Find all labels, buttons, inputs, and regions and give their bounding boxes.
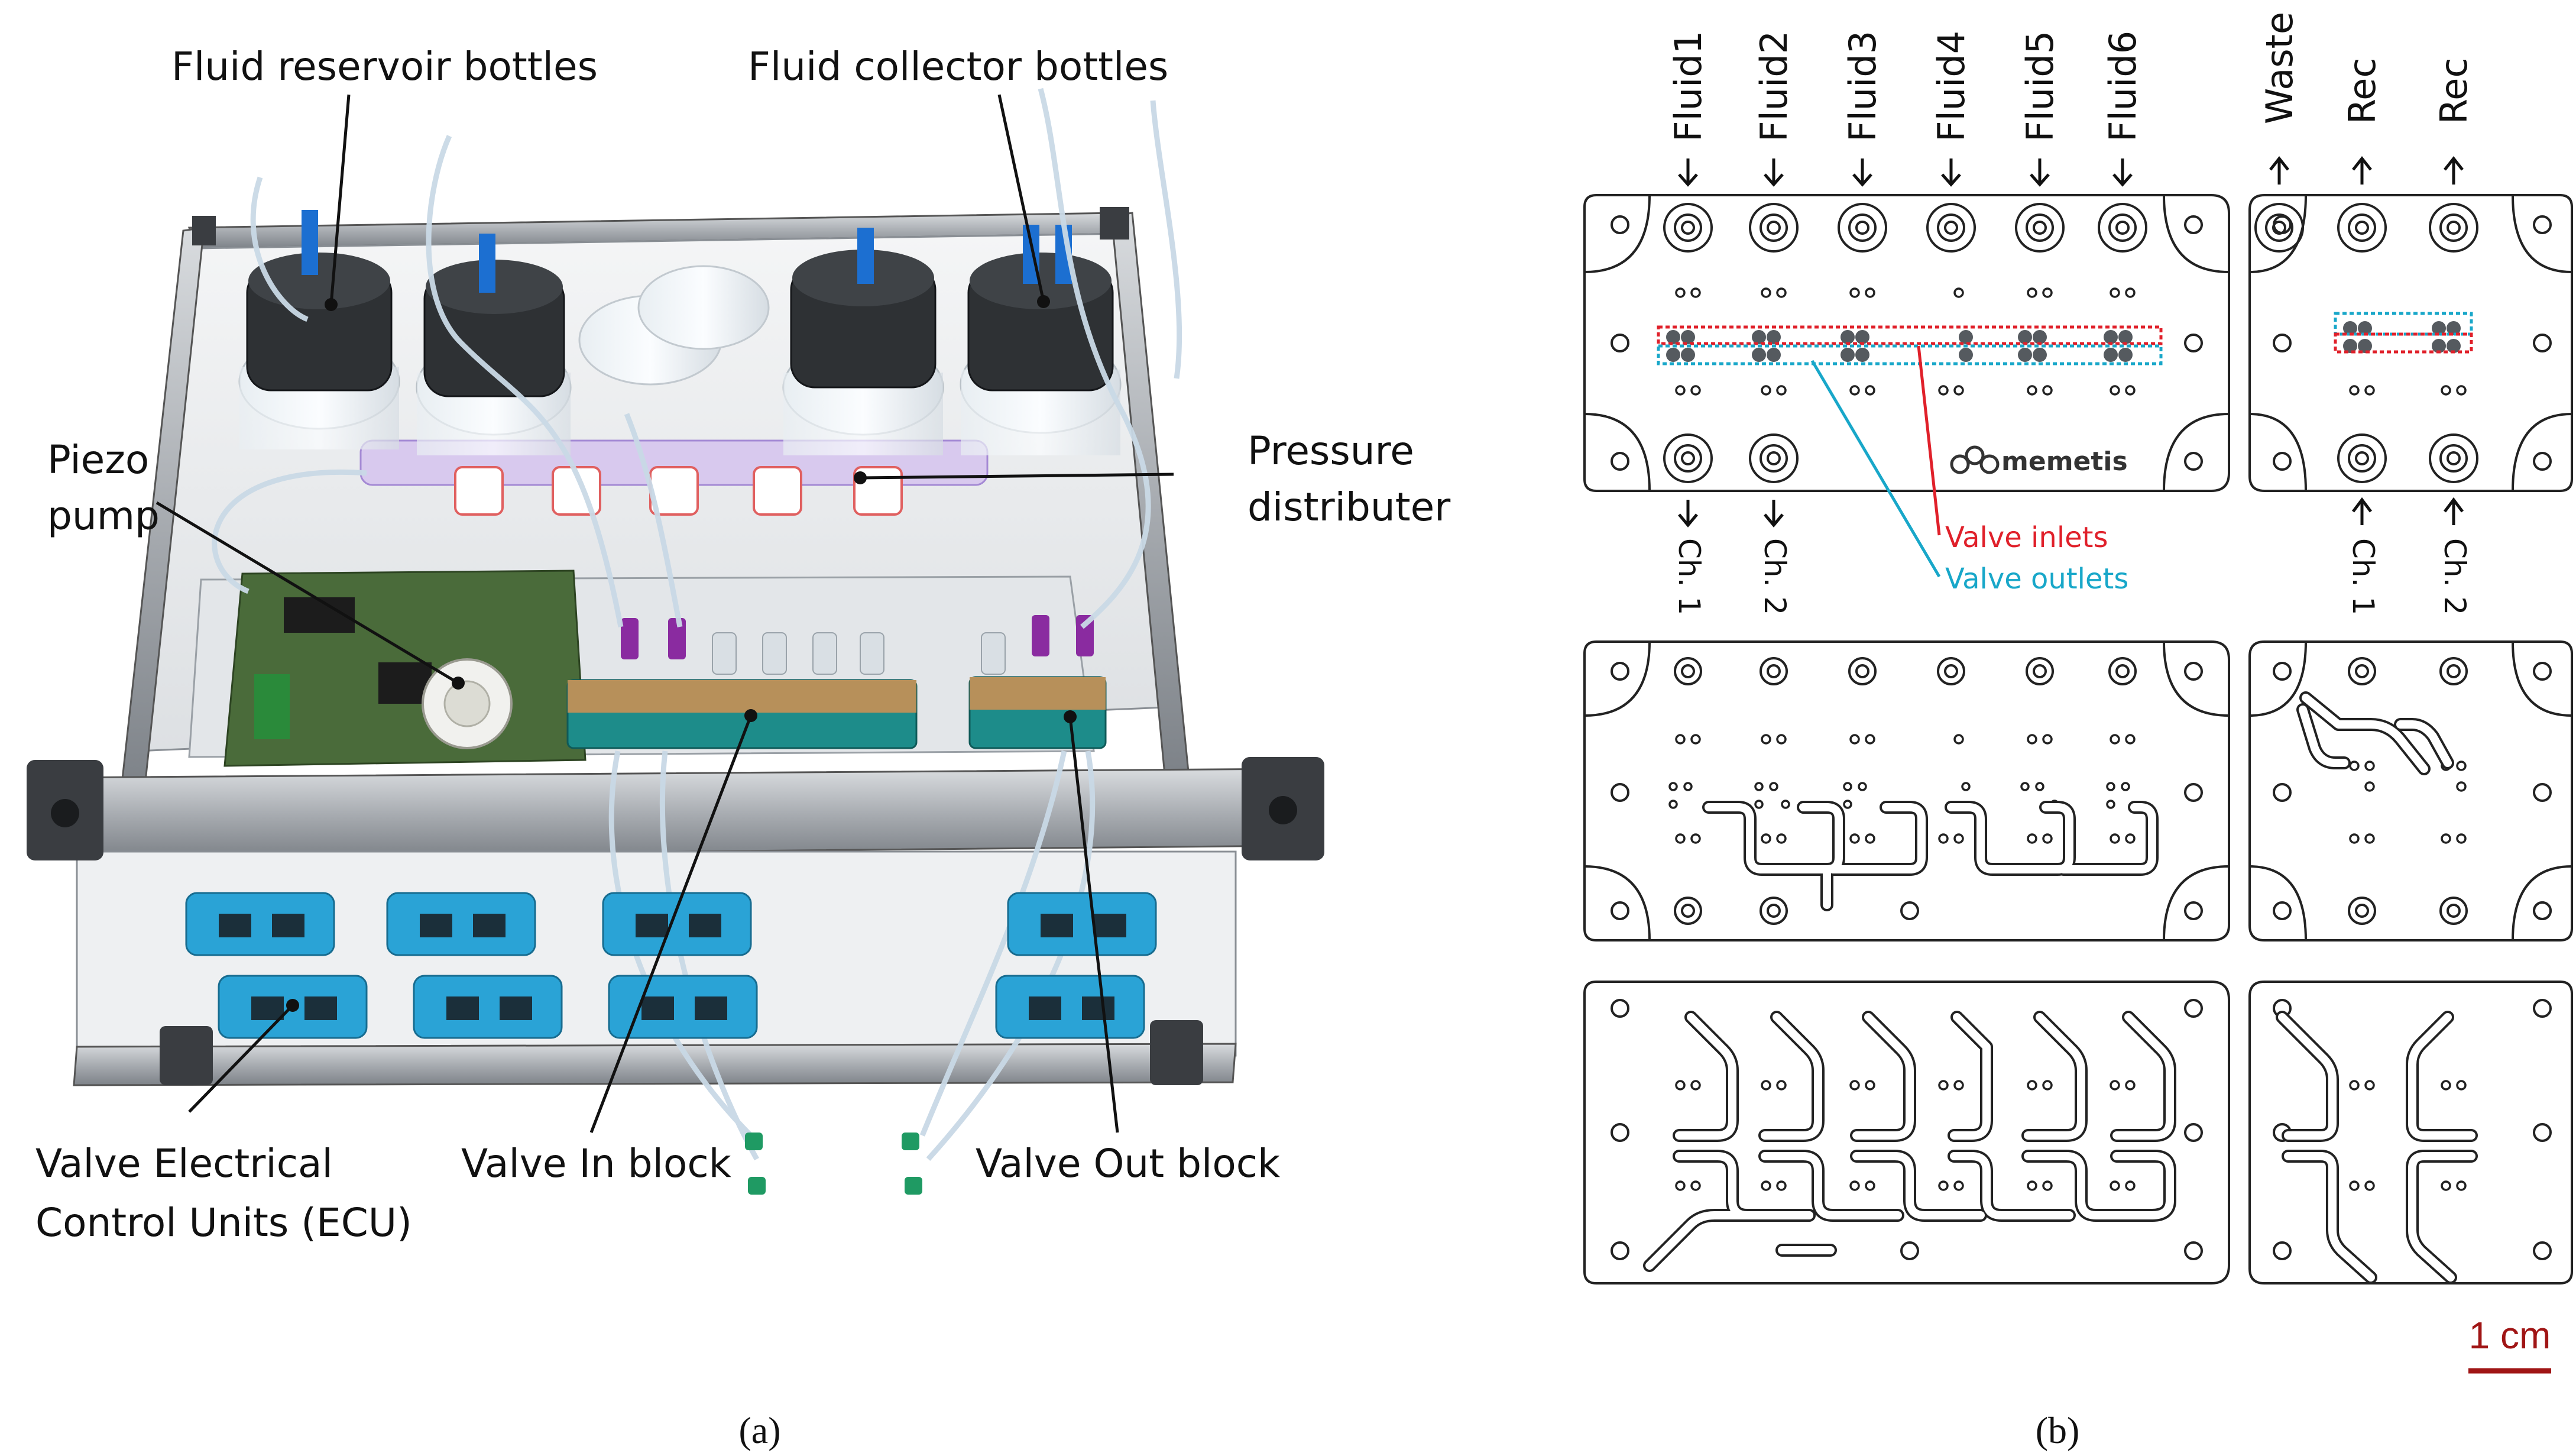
middle-left-plate xyxy=(1583,640,2230,941)
caption-a: (a) xyxy=(738,1409,780,1451)
label-rec-2: Rec xyxy=(2432,57,2475,124)
middle-channels xyxy=(1702,691,2454,911)
logo-text: memetis xyxy=(2001,446,2128,477)
legend-valve-inlets: Valve inlets xyxy=(1945,521,2108,554)
scale-bar-label: 1 cm xyxy=(2469,1314,2551,1357)
label-fluid3: Fluid3 xyxy=(1841,31,1884,142)
valve-inlets-box xyxy=(1657,325,2163,345)
legend-valve-outlets: Valve outlets xyxy=(1945,562,2128,596)
label-rec-1: Rec xyxy=(2341,57,2384,124)
label-pressure-line2: distributer xyxy=(1248,484,1451,530)
label-ecu-line2: Control Units (ECU) xyxy=(35,1200,412,1245)
caption-b: (b) xyxy=(2036,1409,2080,1451)
channel-labels: Ch. 1 Ch. 2 Ch. 1 Ch. 2 xyxy=(1672,538,2472,615)
memetis-logo xyxy=(1950,445,2000,474)
bottom-channels xyxy=(1643,1011,2478,1284)
valve-outlets-box xyxy=(1657,344,2163,365)
label-pressure-line1: Pressure xyxy=(1248,428,1414,474)
label-ch1-left: Ch. 1 xyxy=(1672,538,1706,615)
label-fluid5: Fluid5 xyxy=(2018,31,2062,142)
label-valve-out-block: Valve Out block xyxy=(976,1141,1281,1186)
label-collector-bottles: Fluid collector bottles xyxy=(748,44,1168,89)
inlet-labels: Fluid1 Fluid2 Fluid3 Fluid4 Fluid5 Fluid… xyxy=(1667,31,2144,142)
label-ch2-left: Ch. 2 xyxy=(1758,538,1792,615)
label-fluid1: Fluid1 xyxy=(1667,31,1710,142)
panel-b-drawing xyxy=(1583,156,2573,1374)
label-ch1-right: Ch. 1 xyxy=(2346,538,2380,615)
panel-a-leaders xyxy=(155,94,1174,1133)
label-valve-in-block: Valve In block xyxy=(461,1141,732,1186)
label-reservoir-bottles: Fluid reservoir bottles xyxy=(171,44,598,89)
label-piezo-line2: pump xyxy=(47,493,160,539)
label-waste: Waste xyxy=(2258,12,2301,124)
label-piezo-line1: Piezo xyxy=(47,437,149,483)
top-right-plate xyxy=(2248,194,2573,492)
label-ch2-right: Ch. 2 xyxy=(2438,538,2472,615)
label-fluid6: Fluid6 xyxy=(2101,31,2144,142)
label-fluid4: Fluid4 xyxy=(1930,31,1973,142)
panel-a-photo xyxy=(27,88,1324,1195)
outlet-labels: Waste Rec Rec xyxy=(2258,12,2475,124)
label-fluid2: Fluid2 xyxy=(1752,31,1796,142)
label-ecu-line1: Valve Electrical xyxy=(35,1141,333,1186)
